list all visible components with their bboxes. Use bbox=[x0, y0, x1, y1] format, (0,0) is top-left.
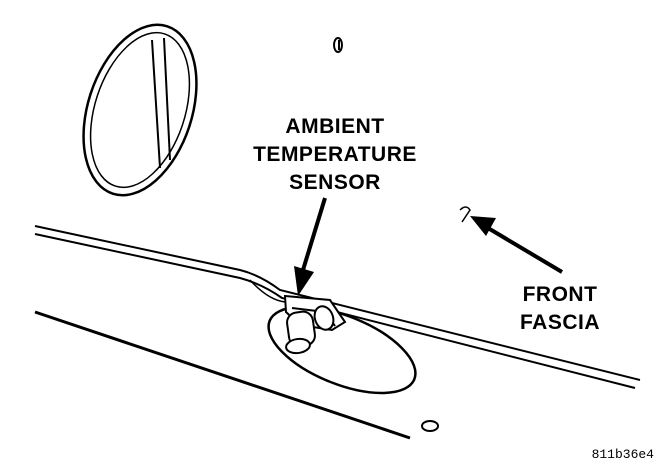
front-fascia-label: FRONT FASCIA bbox=[495, 281, 625, 337]
fascia-edge bbox=[34, 225, 641, 389]
lamp-lens bbox=[82, 23, 198, 197]
ambient-temperature-sensor bbox=[283, 294, 347, 355]
sensor-leader-arrow bbox=[294, 197, 327, 296]
label-line: TEMPERATURE bbox=[253, 143, 417, 166]
mounting-hole-bottom bbox=[421, 420, 439, 432]
mounting-hole-top bbox=[333, 37, 343, 53]
fascia-lower-edge bbox=[34, 310, 411, 440]
label-line: SENSOR bbox=[289, 171, 381, 194]
label-line: AMBIENT bbox=[285, 115, 385, 138]
sensor-recess bbox=[267, 305, 417, 395]
fascia-clip bbox=[459, 206, 471, 223]
label-line: FASCIA bbox=[519, 311, 600, 334]
fascia-leader-arrow bbox=[470, 216, 564, 274]
label-line: FRONT bbox=[522, 283, 598, 306]
figure-code: 811b36e4 bbox=[591, 447, 654, 462]
ambient-temperature-sensor-label: AMBIENT TEMPERATURE SENSOR bbox=[230, 113, 440, 197]
